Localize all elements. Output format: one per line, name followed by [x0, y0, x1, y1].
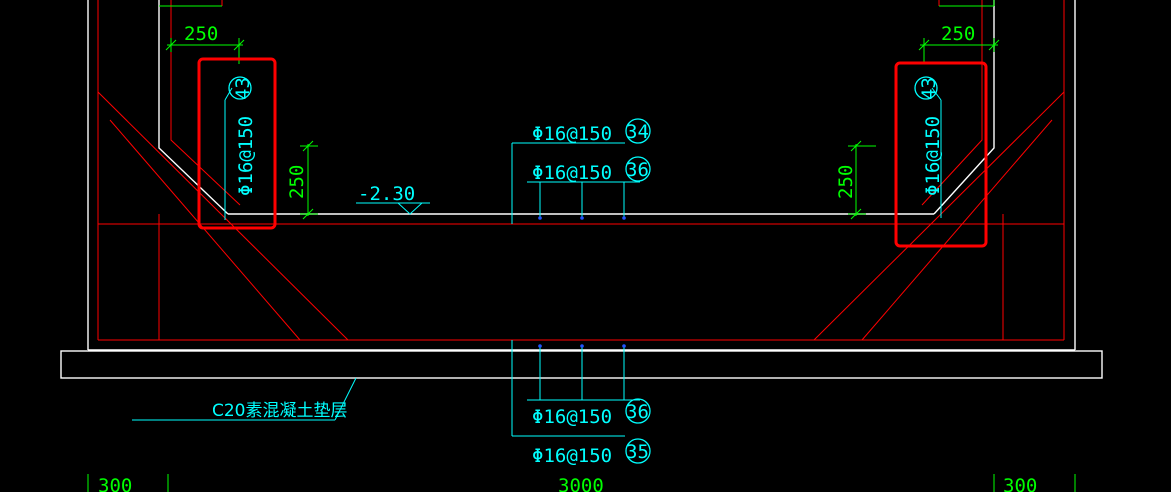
top-callout-2-spec: Φ16@150	[532, 162, 612, 184]
dim-right-width: 250	[941, 23, 975, 45]
bottom-callout-1-mark: 36	[626, 401, 649, 423]
left-rebar-spec: Φ16@150	[235, 116, 257, 196]
dimension-labels: 250 250 250 250 300 3000 300	[98, 23, 1037, 492]
left-rebar-mark: 43	[232, 77, 254, 100]
top-callout-2-circle	[625, 156, 651, 182]
dim-left-width: 250	[184, 23, 218, 45]
dim-bottom-left: 300	[98, 475, 132, 492]
dim-bottom-center: 3000	[558, 475, 604, 492]
top-callout-1-spec: Φ16@150	[532, 123, 612, 145]
dimension-lines	[87, 0, 1076, 492]
dim-left-haunch: 250	[286, 165, 308, 199]
left-rebar-mark-circle	[228, 76, 252, 100]
top-callout-2-mark: 36	[626, 159, 649, 181]
dim-right-haunch: 250	[835, 165, 857, 199]
rebar-lines	[97, 0, 1065, 341]
top-callout-1-circle	[625, 118, 651, 144]
right-rebar-mark: 43	[918, 77, 940, 100]
right-rebar-spec: Φ16@150	[922, 116, 944, 196]
bottom-callout-2-mark: 35	[626, 441, 649, 463]
bottom-callout-2-circle	[625, 438, 651, 464]
rebar-dots	[538, 216, 626, 348]
annotation-leaders	[132, 87, 942, 437]
cushion-label: C20素混凝土垫层	[212, 401, 348, 421]
highlight-box-left	[197, 57, 277, 230]
highlight-box-right	[894, 61, 988, 248]
bottom-callout-1-spec: Φ16@150	[532, 406, 612, 428]
bottom-callout-2-spec: Φ16@150	[532, 445, 612, 467]
right-rebar-mark-circle	[914, 76, 938, 100]
top-callout-1-mark: 34	[626, 121, 649, 143]
bottom-callout-1-circle	[625, 398, 651, 424]
dim-bottom-right: 300	[1003, 475, 1037, 492]
elevation-label: -2.30	[358, 183, 415, 205]
